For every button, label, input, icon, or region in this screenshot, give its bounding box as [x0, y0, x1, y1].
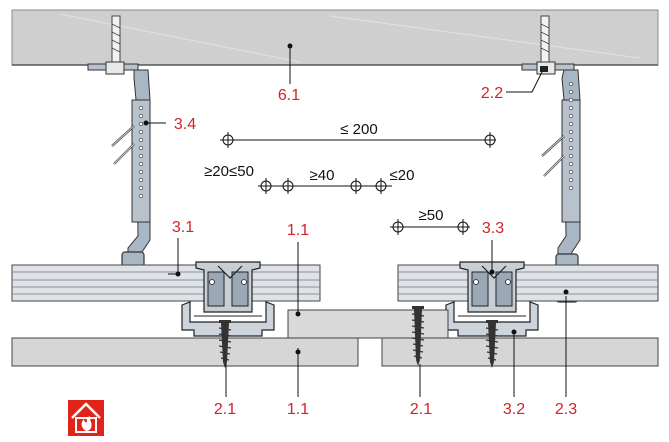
dim-max-20: ≤20	[390, 167, 415, 184]
left-anchor	[87, 15, 139, 75]
screw-right	[411, 306, 425, 366]
screw-left	[218, 320, 232, 368]
furring-channel-left	[181, 301, 275, 337]
main-channel-right	[397, 264, 659, 302]
main-channel-left	[11, 264, 321, 302]
callout-2-3: 2.3	[555, 401, 577, 418]
callout-3-2: 3.2	[503, 401, 525, 418]
callout-2-2: 2.2	[481, 85, 503, 102]
dim-min-50: ≥50	[419, 207, 444, 224]
fire-protection-icon	[68, 400, 104, 436]
callout-3-1: 3.1	[172, 219, 194, 236]
hanger-holes-right	[568, 81, 574, 191]
leader-lines	[146, 46, 567, 397]
dim-min-40: ≥40	[310, 167, 335, 184]
callout-2-1-left: 2.1	[214, 401, 236, 418]
leader-dots	[143, 43, 569, 355]
callout-2-1-right: 2.1	[410, 401, 432, 418]
right-anchor	[521, 15, 575, 75]
hanger-holes-left	[138, 105, 144, 199]
callout-1-1-bottom: 1.1	[287, 401, 309, 418]
board-lower-layer	[11, 337, 659, 367]
callout-1-1-top: 1.1	[287, 222, 309, 239]
callout-3-3: 3.3	[482, 220, 504, 237]
concrete-slab	[11, 9, 659, 66]
dimension-lines	[220, 132, 496, 235]
dim-max-200: ≤ 200	[340, 121, 377, 138]
dim-20-50: ≥20≤50	[204, 163, 254, 180]
callout-3-4: 3.4	[174, 116, 196, 133]
connector-clip-left	[195, 261, 261, 313]
screw-center-right	[485, 320, 499, 368]
connector-clip-right	[459, 261, 525, 313]
furring-channel-right	[445, 301, 539, 337]
callout-6-1: 6.1	[278, 87, 300, 104]
left-hanger	[111, 69, 151, 299]
